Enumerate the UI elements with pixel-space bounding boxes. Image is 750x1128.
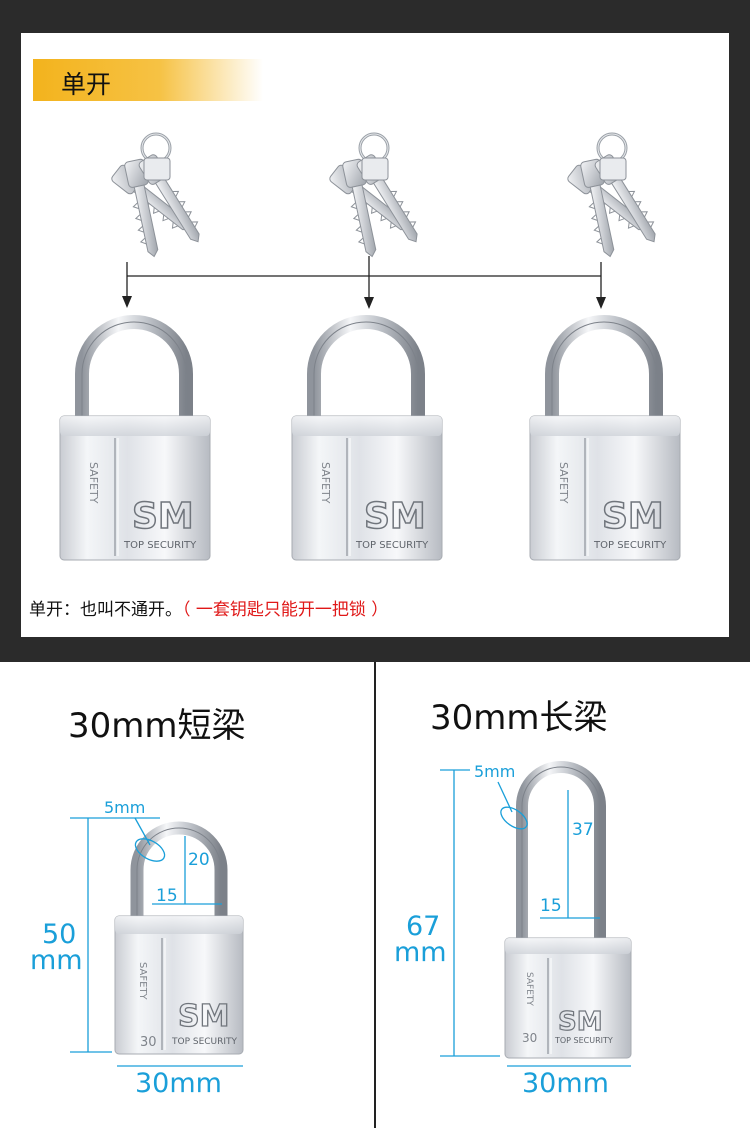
short-shackle-padlock: SAFETY 30 SM TOP SECURITY: [114, 821, 244, 1055]
brand-logo-text: SM: [178, 999, 229, 1034]
padlock-illustration-3: SAFETY SM TOP SECURITY: [529, 315, 681, 561]
brand-slogan-text: TOP SECURITY: [554, 1036, 613, 1045]
caption-note: （ 一套钥匙只能开一把锁 ）: [182, 600, 389, 620]
lock-side-text: SAFETY: [557, 462, 570, 504]
long-inner-height-label: 37: [572, 820, 594, 840]
section-divider: [374, 662, 376, 1128]
short-shackle-dimensions: [70, 817, 243, 1067]
long-shackle-title: 30mm长梁: [430, 698, 608, 738]
short-inner-height-label: 20: [188, 850, 210, 870]
long-shackle-padlock: SAFETY 30 SM TOP SECURITY: [504, 761, 632, 1059]
lock-side-text: SAFETY: [137, 962, 148, 1001]
long-shackle-dimensions: [440, 769, 631, 1067]
padlock-illustration-2: SAFETY SM TOP SECURITY: [291, 315, 443, 561]
brand-logo-text: SM: [364, 496, 426, 537]
brand-slogan-text: TOP SECURITY: [593, 540, 667, 551]
short-total-height-unit: mm: [30, 945, 83, 976]
padlock-illustration-1: SAFETY SM TOP SECURITY: [59, 315, 211, 561]
short-body-width-label: 30mm: [135, 1068, 222, 1099]
lock-size-marking: 30: [522, 1031, 537, 1045]
long-inner-width-label: 15: [540, 896, 562, 916]
short-wire-diameter-label: 5mm: [104, 798, 146, 817]
section-tag-label: 单开: [61, 70, 112, 99]
keyset-illustration-1: [108, 132, 209, 261]
keyset-illustration-3: [564, 132, 665, 261]
keyset-illustration-2: [326, 132, 427, 261]
caption-main: 单开：也叫不通开。: [29, 600, 182, 620]
short-total-height-value: 50: [42, 919, 77, 950]
brand-logo-text: SM: [602, 496, 664, 537]
lock-size-marking: 30: [140, 1035, 157, 1050]
brand-logo-text: SM: [558, 1007, 603, 1037]
short-inner-width-label: 15: [156, 886, 178, 906]
section-tag: 单开: [33, 59, 263, 101]
long-total-height-unit: mm: [394, 937, 447, 968]
long-body-width-label: 30mm: [522, 1068, 609, 1099]
long-total-height-value: 67: [406, 911, 441, 942]
key-to-lock-connector: [122, 256, 606, 309]
lock-side-text: SAFETY: [524, 972, 534, 1006]
lock-side-text: SAFETY: [319, 462, 332, 504]
short-shackle-title: 30mm短梁: [68, 706, 246, 746]
panel-caption: 单开：也叫不通开。（ 一套钥匙只能开一把锁 ）: [29, 595, 388, 620]
brand-logo-text: SM: [132, 496, 194, 537]
brand-slogan-text: TOP SECURITY: [355, 540, 429, 551]
brand-slogan-text: TOP SECURITY: [123, 540, 197, 551]
long-wire-diameter-label: 5mm: [474, 762, 516, 781]
lock-side-text: SAFETY: [87, 462, 100, 504]
brand-slogan-text: TOP SECURITY: [171, 1037, 238, 1047]
